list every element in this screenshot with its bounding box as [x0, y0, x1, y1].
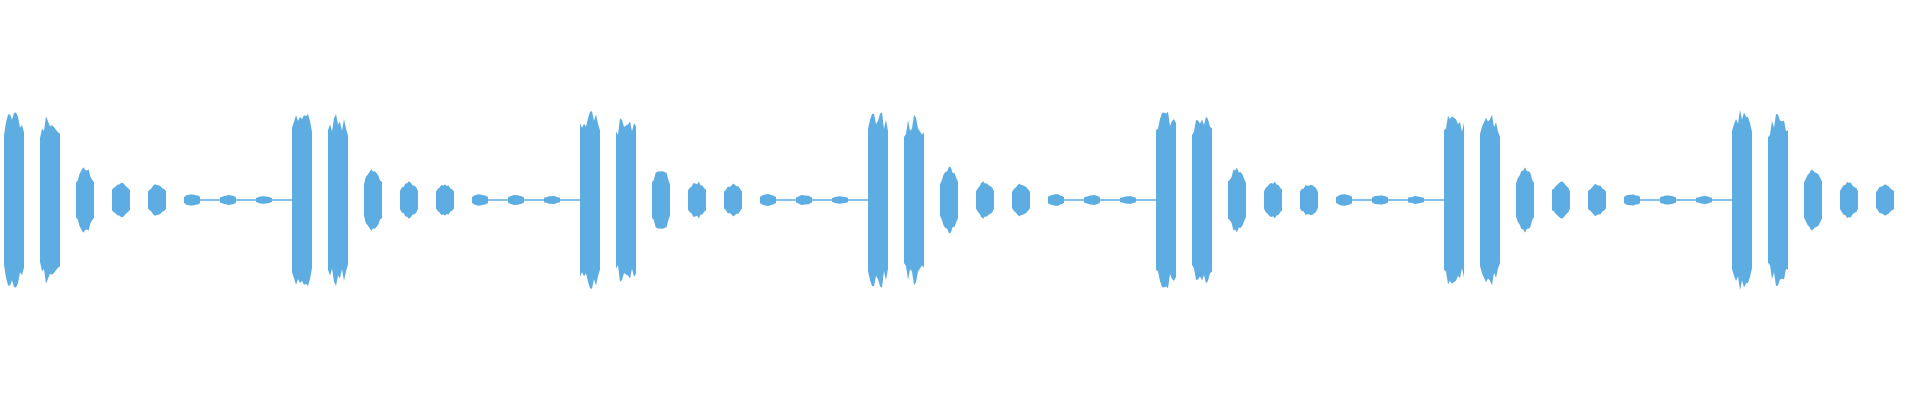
waveform-burst	[1012, 183, 1030, 217]
waveform-burst	[796, 195, 812, 205]
waveform-burst	[1516, 167, 1534, 233]
waveform-burst	[1048, 193, 1064, 207]
waveform-burst	[976, 181, 994, 219]
waveform-burst	[616, 118, 636, 282]
waveform-burst	[1408, 196, 1424, 204]
waveform-burst	[1084, 194, 1100, 206]
waveform-burst	[832, 196, 848, 204]
waveform-burst	[292, 114, 312, 286]
waveform-burst	[472, 194, 488, 206]
waveform-burst	[868, 112, 888, 288]
waveform-burst	[4, 112, 24, 288]
waveform-burst	[364, 169, 382, 231]
waveform-burst	[1804, 169, 1822, 231]
waveform-burst	[1372, 195, 1388, 205]
waveform-burst	[652, 171, 670, 229]
waveform-burst	[544, 195, 560, 205]
waveform-burst	[220, 194, 236, 206]
waveform-burst	[328, 114, 348, 286]
waveform-burst	[1480, 114, 1500, 286]
waveform-burst	[1768, 114, 1788, 286]
waveform-burst	[1732, 109, 1752, 291]
waveform-burst	[904, 114, 924, 286]
waveform-burst	[580, 111, 600, 289]
waveform-burst	[1876, 184, 1894, 216]
waveform-burst	[1120, 196, 1136, 204]
waveform-burst	[76, 167, 94, 233]
waveform-burst	[400, 181, 418, 219]
waveform-burst	[1444, 115, 1464, 285]
waveform-burst	[940, 166, 958, 234]
waveform-burst	[1660, 195, 1676, 205]
waveform-burst	[1264, 181, 1282, 219]
waveform-burst	[1624, 194, 1640, 206]
waveform-burst	[1588, 183, 1606, 217]
waveform-burst	[256, 196, 272, 204]
waveform-burst	[508, 195, 524, 205]
waveform-burst	[184, 194, 200, 206]
waveform-burst	[724, 183, 742, 217]
waveform-burst	[1192, 116, 1212, 284]
waveform-burst	[436, 184, 454, 216]
waveform-burst	[1840, 182, 1858, 218]
waveform-burst	[688, 181, 706, 219]
waveform-burst	[760, 193, 776, 207]
waveform-burst	[1336, 194, 1352, 206]
waveform-burst	[1228, 167, 1246, 233]
waveform-burst	[148, 184, 166, 216]
waveform-burst	[1300, 184, 1318, 216]
waveform-burst	[112, 182, 130, 218]
waveform-burst	[1552, 181, 1570, 219]
waveform-burst	[1156, 111, 1176, 289]
waveform-burst	[1696, 195, 1712, 205]
waveform-burst	[40, 116, 60, 284]
